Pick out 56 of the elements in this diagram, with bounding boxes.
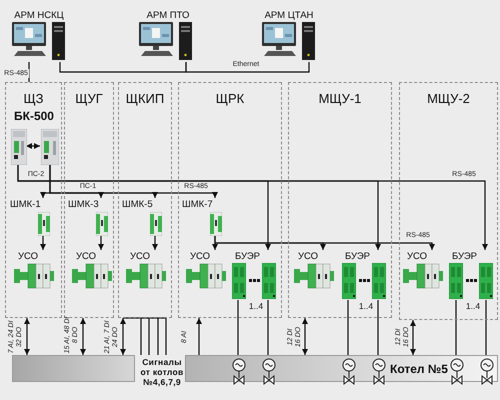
- device-label: БК-500: [14, 109, 54, 123]
- connector-line: [185, 62, 310, 73]
- arrow: [214, 236, 435, 250]
- workstation-label: АРМ ПТО: [146, 10, 190, 21]
- connector-line: [122, 317, 167, 356]
- count-label: 1..4: [248, 301, 264, 312]
- cabinet-title: ЩУГ: [74, 91, 104, 106]
- module-label: ШМК-5: [122, 199, 153, 210]
- connector-line: [237, 300, 239, 357]
- module-label: УСО: [190, 251, 210, 262]
- cabinet-title: МЩУ-1: [318, 91, 362, 106]
- module-label: БУЭР: [452, 251, 478, 262]
- cabinet-panel: [118, 82, 172, 318]
- module-label: УСО: [76, 251, 96, 262]
- module-label: ШМК-7: [182, 199, 213, 210]
- connector-line: [377, 300, 379, 357]
- module-label: БУЭР: [235, 251, 260, 262]
- cabinet-title: МЩУ-2: [426, 91, 471, 106]
- arrow: [26, 143, 40, 149]
- arrow: [40, 236, 46, 250]
- arrow: [410, 320, 416, 355]
- arrow: [120, 318, 126, 355]
- count-label: 1..4: [464, 301, 482, 312]
- cabinet-title: ЩЗ: [22, 91, 45, 106]
- arrow: [302, 318, 308, 355]
- module-label: УСО: [130, 251, 150, 262]
- arrow: [98, 236, 104, 250]
- cabinet-panel: [64, 82, 114, 318]
- module-label: УСО: [298, 251, 318, 262]
- module-label: УСО: [407, 251, 428, 262]
- count-label: 1..4: [358, 301, 374, 312]
- arrow: [17, 164, 488, 250]
- boiler-label: Котел №5: [390, 362, 448, 376]
- arrow: [152, 236, 158, 250]
- workstation-label: АРМ ЦТАН: [264, 10, 314, 21]
- cabinet-panel: [178, 82, 282, 318]
- connector-line: [267, 300, 269, 357]
- cabinet-title: ЩКИП: [124, 91, 166, 106]
- arrow: [49, 164, 218, 198]
- signal-note: Сигналы от котлов №4,6,7,9: [139, 357, 185, 388]
- module-label: ШМК-3: [68, 199, 99, 210]
- connector-line: [59, 62, 187, 73]
- arrow: [196, 318, 202, 355]
- connector-line: [455, 300, 457, 357]
- connector-line: [347, 300, 349, 357]
- boiler-bar: [185, 355, 498, 382]
- arrow: [24, 318, 30, 355]
- module-label: ШМК-1: [10, 199, 41, 210]
- cabinet-panel: [5, 82, 62, 318]
- cabinet-title: ЩРК: [214, 91, 246, 106]
- module-label: БУЭР: [345, 251, 370, 262]
- cabinet-panel: [288, 82, 392, 318]
- connector-line: [485, 300, 487, 357]
- module-label: УСО: [18, 251, 38, 262]
- arrow: [80, 318, 86, 355]
- workstation-label: АРМ НСКЦ: [13, 10, 65, 21]
